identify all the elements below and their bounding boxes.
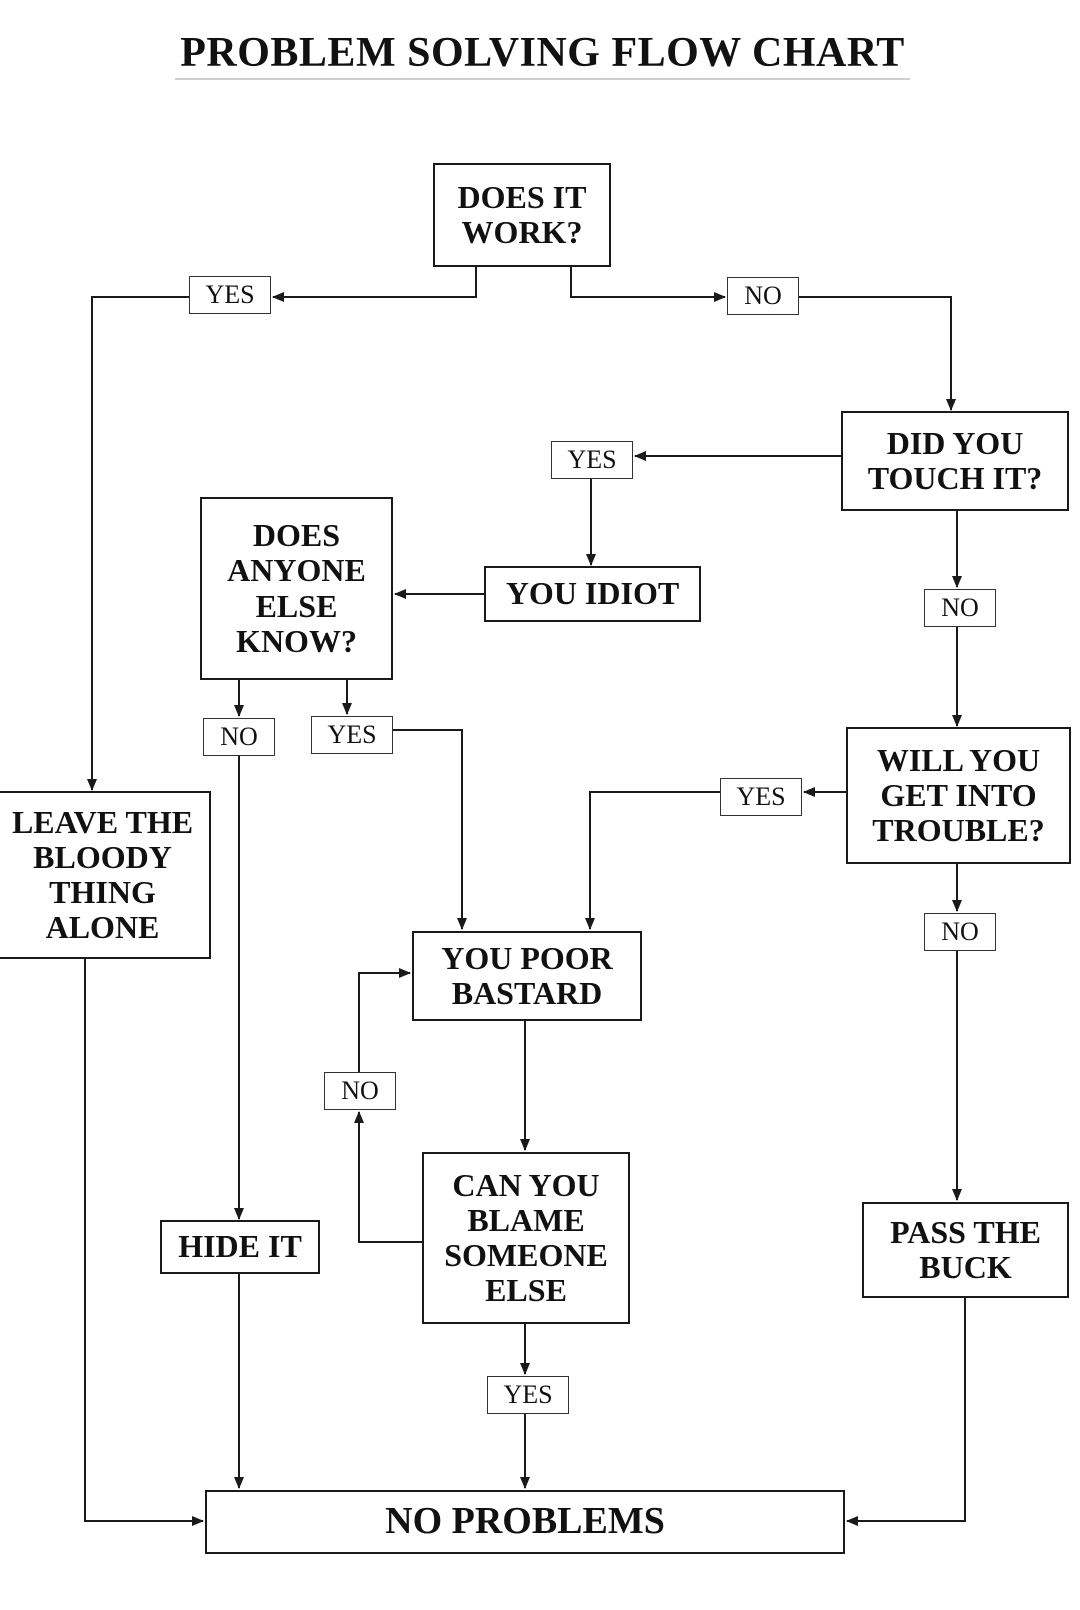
node-did-you-touch-it: DID YOU TOUCH IT? <box>841 411 1069 511</box>
node-you-poor-bastard: YOU POOR BASTARD <box>412 931 642 1021</box>
node-does-it-work: DOES IT WORK? <box>433 163 611 267</box>
node-pass-the-buck: PASS THE BUCK <box>862 1202 1069 1298</box>
node-you-idiot: YOU IDIOT <box>484 566 701 622</box>
node-hide-it: HIDE IT <box>160 1220 320 1274</box>
connector-no-poor <box>358 968 411 1072</box>
connector-yes-poor <box>393 729 467 930</box>
node-no-problems: NO PROBLEMS <box>205 1490 845 1554</box>
connector-work-yes <box>272 267 477 302</box>
connector-leave-noproblems <box>84 959 204 1526</box>
page-title: PROBLEM SOLVING FLOW CHART <box>175 28 910 80</box>
edge-label-blame-no: NO <box>324 1072 396 1110</box>
edge-label-anyone-yes: YES <box>311 716 393 754</box>
edge-label-work-no: NO <box>727 277 799 315</box>
connector-yes-leave <box>87 296 189 791</box>
edge-label-touch-yes: YES <box>551 441 633 479</box>
connector-work-no <box>570 267 726 302</box>
node-does-anyone-else-know: DOES ANYONE ELSE KNOW? <box>200 497 393 680</box>
connector-blame-no <box>354 1111 422 1243</box>
node-can-you-blame-someone-else: CAN YOU BLAME SOMEONE ELSE <box>422 1152 630 1324</box>
edge-label-trouble-no: NO <box>924 913 996 951</box>
edge-label-touch-no: NO <box>924 589 996 627</box>
edge-label-trouble-yes: YES <box>720 778 802 816</box>
connector-buck-noproblems <box>846 1298 966 1526</box>
node-leave-the-bloody-thing-alone: LEAVE THE BLOODY THING ALONE <box>0 791 211 959</box>
edge-label-work-yes: YES <box>189 276 271 314</box>
connector-yes-poor-2 <box>585 791 720 930</box>
edge-label-anyone-no: NO <box>203 718 275 756</box>
connector-no-touch <box>799 296 956 411</box>
edge-label-blame-yes: YES <box>487 1376 569 1414</box>
node-will-you-get-into-trouble: WILL YOU GET INTO TROUBLE? <box>846 727 1071 864</box>
